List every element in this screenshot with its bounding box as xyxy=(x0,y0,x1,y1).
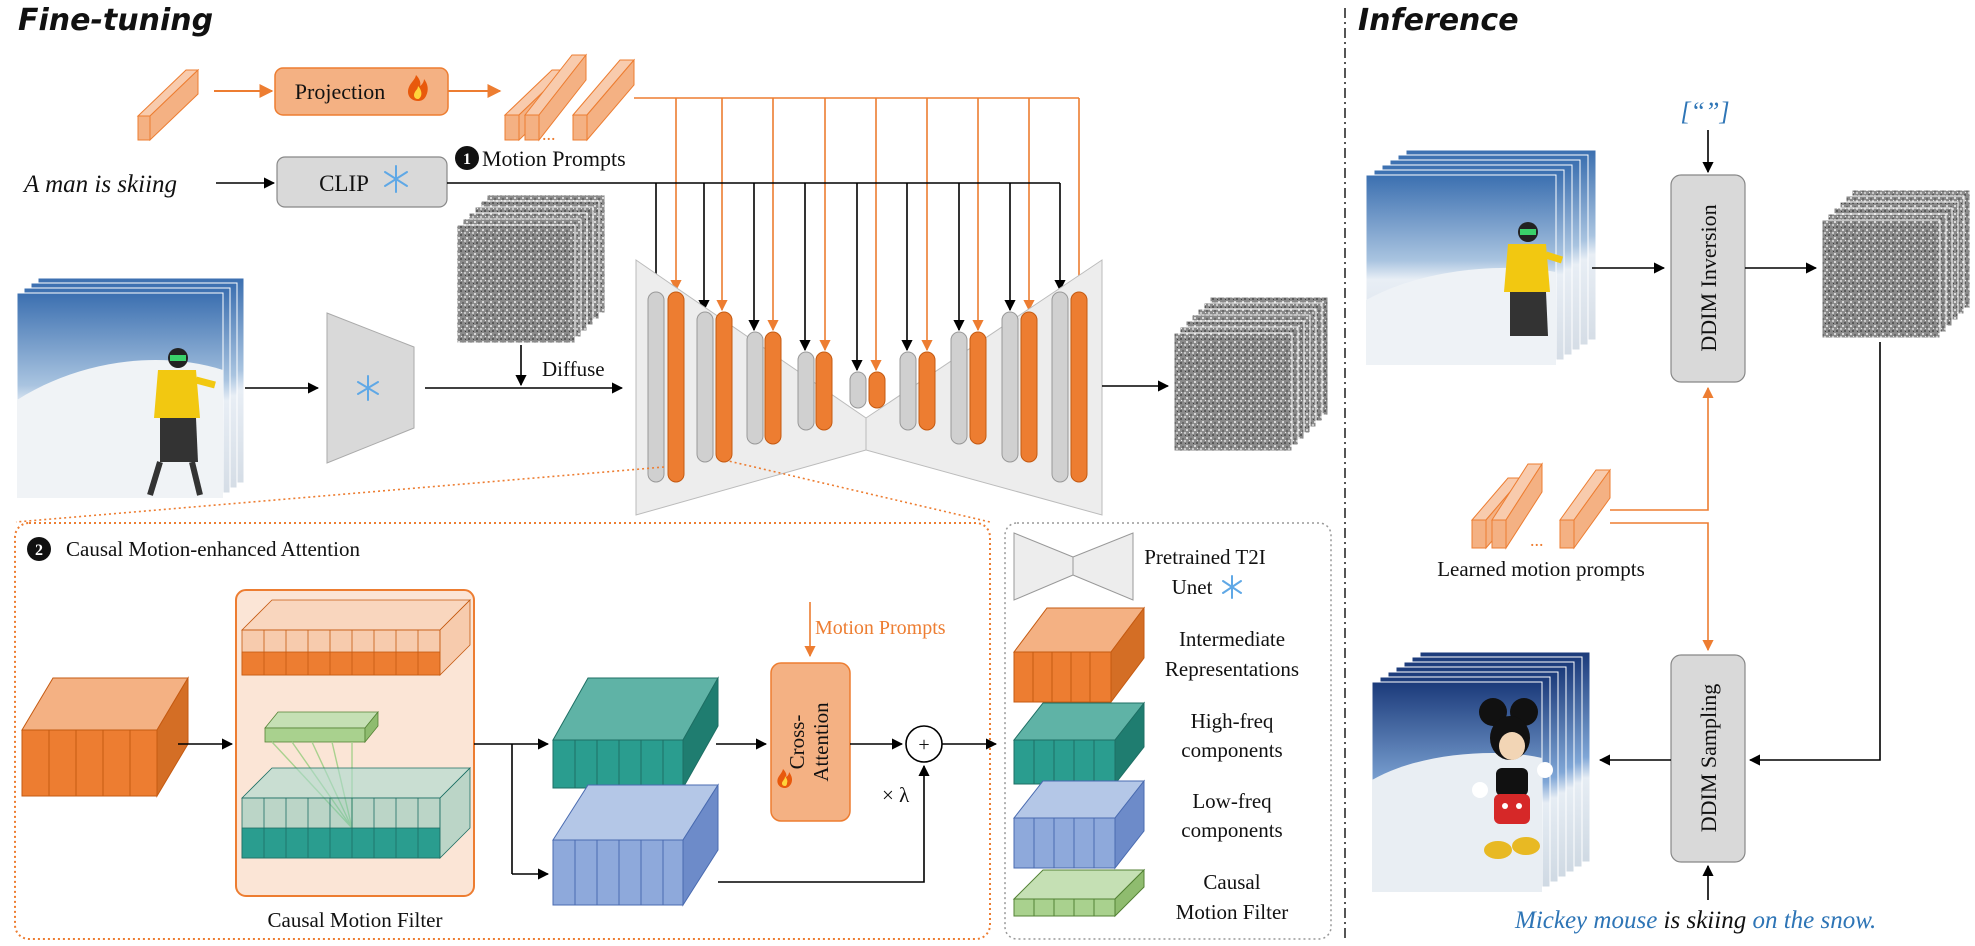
diffuse-label: Diffuse xyxy=(542,357,605,381)
inference-skier-figure xyxy=(1504,222,1564,336)
step-1-number: 1 xyxy=(463,151,471,168)
legend-cmf-line1: Causal xyxy=(1203,870,1260,894)
clip-label: CLIP xyxy=(319,171,369,196)
learned-prompts-label: Learned motion prompts xyxy=(1437,557,1645,581)
text-prompt: A man is skiing xyxy=(22,171,177,198)
legend-unet-icon xyxy=(1013,532,1134,601)
lambda-label: × λ xyxy=(882,783,910,807)
caption-location: on the snow. xyxy=(1752,907,1876,934)
motion-prompts-label: Motion Prompts xyxy=(482,146,626,171)
zoom-line-left xyxy=(15,466,665,523)
motion-prompt-bars xyxy=(503,53,636,142)
cmf-orange-grid xyxy=(241,599,471,676)
finetune-title: Fine-tuning xyxy=(18,3,213,38)
lowfreq-to-plus-arrow xyxy=(718,764,930,883)
encoder-snowflake-icon xyxy=(357,375,379,401)
noise-stack-output xyxy=(1173,296,1329,452)
inference-noise-stack xyxy=(1821,189,1971,339)
legend-lowfreq-swatch xyxy=(1012,779,1146,870)
cross-attention-line1: Cross- xyxy=(785,715,809,770)
step-2-number: 2 xyxy=(35,542,43,559)
unet-blocks xyxy=(647,291,1088,483)
attn-fire-icon xyxy=(777,769,793,788)
orange-prompt-bus xyxy=(634,97,1085,372)
ddim-inversion-box xyxy=(1670,174,1746,383)
learned-embedding-bar xyxy=(136,68,200,142)
input-representation-block xyxy=(21,676,189,798)
learned-prompt-bars xyxy=(1470,462,1611,550)
caption-verb: is skiing xyxy=(1657,907,1752,934)
prompts-to-inversion-arrow xyxy=(1610,386,1714,511)
legend-highfreq-line1: High-freq xyxy=(1191,709,1274,733)
fire-icon xyxy=(408,75,428,101)
cmf-label: Causal Motion Filter xyxy=(268,908,443,932)
legend-intermediate-line2: Representations xyxy=(1165,657,1299,681)
zoom-line-right xyxy=(719,458,991,523)
cross-attention-label: Cross- Attention xyxy=(785,702,833,782)
projection-label: Projection xyxy=(295,79,385,104)
legend-intermediate-line1: Intermediate xyxy=(1179,627,1285,651)
legend-lowfreq-line1: Low-freq xyxy=(1192,789,1272,813)
ddim-inversion-label: DDIM Inversion xyxy=(1696,204,1721,351)
low-freq-block xyxy=(552,783,719,907)
cmea-panel xyxy=(14,522,991,940)
legend-unet-line1: Pretrained T2I xyxy=(1144,545,1266,569)
legend-unet-line2: Unet xyxy=(1172,575,1213,599)
learned-prompts-ellipsis: ... xyxy=(1530,530,1544,550)
skier-figure xyxy=(147,348,216,496)
legend-highfreq-line2: components xyxy=(1181,738,1282,762)
clip-box xyxy=(276,156,448,208)
legend-cmf-swatch xyxy=(1012,868,1146,918)
split-arrows xyxy=(474,738,550,880)
legend-lowfreq-line2: components xyxy=(1181,818,1282,842)
ddim-sampling-label: DDIM Sampling xyxy=(1696,684,1721,833)
legend-highfreq-swatch xyxy=(1012,701,1146,786)
prompts-to-sampling-arrow xyxy=(1610,522,1714,652)
inference-output-frames xyxy=(1371,651,1591,893)
high-freq-block xyxy=(552,676,719,790)
legend-panel xyxy=(1004,522,1332,940)
mickey-figure xyxy=(1472,698,1553,859)
black-text-bus xyxy=(447,182,1066,372)
ddim-sampling-box xyxy=(1670,654,1746,863)
input-video-frames xyxy=(16,277,245,499)
caption-subject: Mickey mouse xyxy=(1514,907,1657,934)
legend-cmf-line2: Motion Filter xyxy=(1176,900,1289,924)
step-2-badge xyxy=(27,537,51,561)
cmf-green-strip xyxy=(264,710,379,744)
inference-input-frames xyxy=(1365,149,1597,366)
inference-title: Inference xyxy=(1358,3,1519,38)
legend-snowflake-icon xyxy=(1222,575,1242,599)
noise-stack-input xyxy=(456,194,606,344)
step-1-badge xyxy=(455,146,479,170)
cmf-teal-grid xyxy=(241,767,471,859)
vae-encoder xyxy=(326,312,415,464)
noise-to-sampling-arrow xyxy=(1748,342,1881,766)
empty-prompt: [“”] xyxy=(1680,97,1729,126)
output-caption: Mickey mouse is skiing on the snow. xyxy=(1514,907,1876,934)
cross-attention-line2: Attention xyxy=(809,702,833,782)
plus-symbol: + xyxy=(918,734,929,756)
motion-prompts-orange-label: Motion Prompts xyxy=(815,617,946,639)
prompt-ellipsis: ... xyxy=(542,124,556,144)
cmea-title: Causal Motion-enhanced Attention xyxy=(66,537,360,561)
legend-intermediate-swatch xyxy=(1013,606,1145,704)
snowflake-icon xyxy=(384,165,408,193)
